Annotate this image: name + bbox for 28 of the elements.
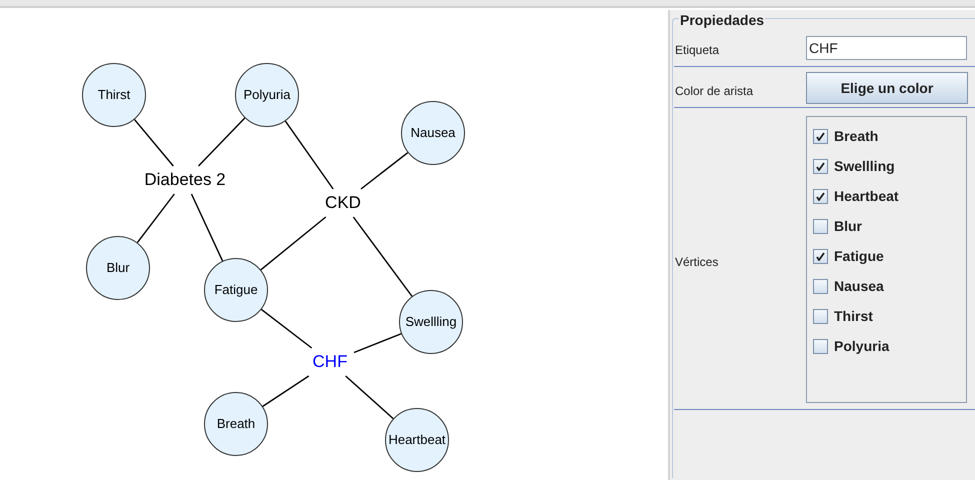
field-label: Etiqueta [675,42,720,59]
checkbox-label: Swellling [834,157,895,176]
field-label: Color de arista [675,83,754,100]
node-label: CHF [309,351,351,373]
connector-line [260,216,326,270]
checkbox-label: Fatigue [834,247,884,266]
node-label: CKD [322,192,364,214]
connector-line [198,118,246,166]
checkbox-label: Thirst [834,307,873,326]
checkbox-label: Polyuria [834,337,890,356]
connector-line [354,333,402,354]
connector-line [360,152,408,190]
connector-line [260,308,312,349]
connector-line [136,194,175,243]
connector-line [134,119,174,166]
connector-line [352,216,413,297]
checkbox-label: Blur [834,217,862,236]
text-input-field: CHF [806,36,967,60]
checkbox-label: Nausea [834,277,884,296]
field-label: Vértices [675,254,718,271]
connector-line [345,375,394,420]
choose-color-button: Elige un color [806,72,968,104]
connector-line [262,375,310,407]
connector-line [284,120,334,190]
checkbox-label: Heartbeat [834,187,899,206]
node-label: Diabetes 2 [143,169,227,191]
connector-line [190,194,224,262]
checkbox-label: Breath [834,127,878,146]
